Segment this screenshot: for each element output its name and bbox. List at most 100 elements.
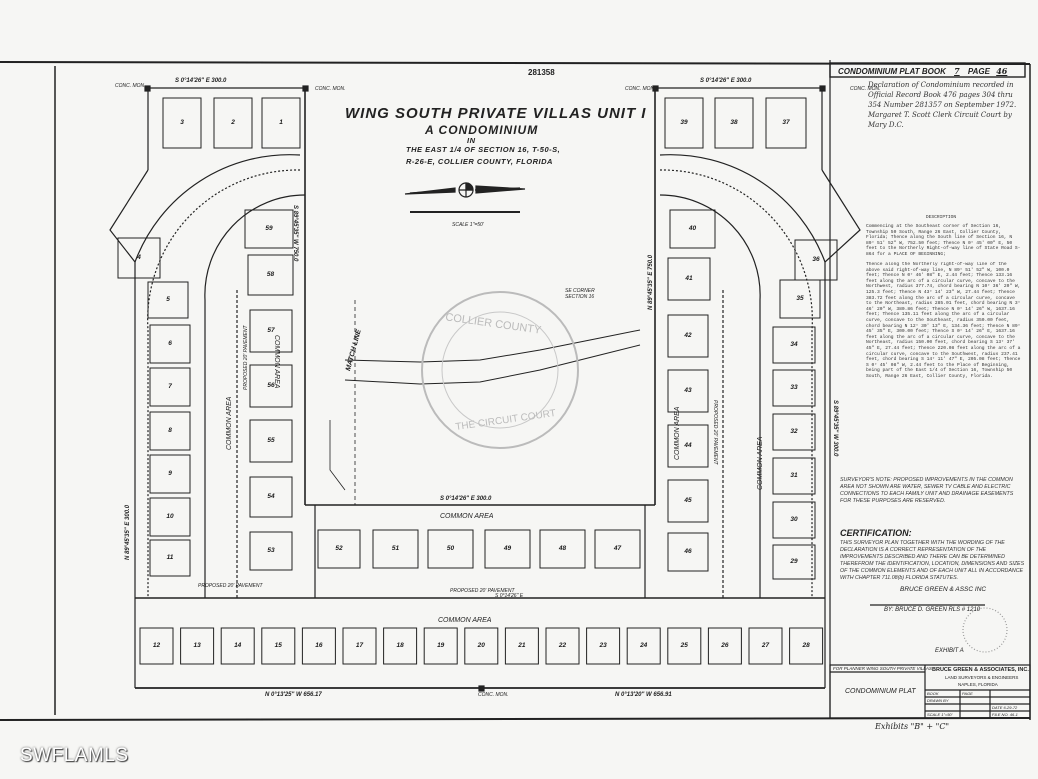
certification-firm: BRUCE GREEN & ASSC INC xyxy=(900,586,987,593)
title-block-left-header: FOR PLANNER WING SOUTH PRIVATE VILLAS xyxy=(833,666,932,671)
unit-number: 31 xyxy=(790,472,798,479)
title-block-firm-sub: LAND SURVEYORS & ENGINEERS xyxy=(945,675,1019,680)
unit-number: 13 xyxy=(193,642,201,649)
common-area-label: COMMON AREA xyxy=(226,396,233,450)
certification-heading: CERTIFICATION: xyxy=(840,528,912,538)
title-block-left-title: CONDOMINIUM PLAT xyxy=(845,688,916,695)
description-heading: DESCRIPTION xyxy=(925,215,957,220)
unit-number: 35 xyxy=(796,295,804,302)
unit-number: 57 xyxy=(267,327,275,334)
unit-number: 5 xyxy=(166,296,170,303)
unit-outline xyxy=(667,257,711,301)
unit-outline xyxy=(626,627,661,665)
unit-number: 41 xyxy=(685,275,693,282)
unit-number: 3 xyxy=(180,119,184,126)
unit-outline xyxy=(249,419,293,463)
unit-number: 33 xyxy=(790,384,798,391)
unit-outline xyxy=(149,324,191,364)
unit-number: 52 xyxy=(335,545,343,552)
certification-body: THIS SURVEYOR PLAN TOGETHER WITH THE WOR… xyxy=(840,540,1025,581)
unit-number: 14 xyxy=(234,642,242,649)
unit-outline xyxy=(247,254,294,296)
title-block-book: BOOK xyxy=(927,691,939,696)
unit-number: 53 xyxy=(267,547,275,554)
unit-outline xyxy=(423,627,458,665)
unit-outline xyxy=(213,97,253,149)
unit-number: 19 xyxy=(437,642,445,649)
recording-note: Declaration of Condominium recorded in O… xyxy=(868,81,1017,129)
unit-number: 12 xyxy=(152,642,161,649)
page-number: 46 xyxy=(996,66,1008,76)
surveyors-note: SURVEYOR'S NOTE: PROPOSED IMPROVEMENTS I… xyxy=(840,477,1014,504)
unit-outline xyxy=(748,627,783,665)
unit-number: 25 xyxy=(680,642,688,649)
unit-outline xyxy=(772,326,816,364)
unit-outline xyxy=(664,97,704,149)
unit-outline xyxy=(667,532,709,572)
unit-outline xyxy=(249,309,293,353)
unit-outline xyxy=(149,497,191,537)
unit-number: 46 xyxy=(684,548,692,555)
unit-outline xyxy=(261,97,301,149)
exhibits-note: Exhibits "B" + "C" xyxy=(875,722,950,731)
unit-outline xyxy=(162,97,202,149)
left-inner-bearing: S 89°45'35" W 750.0 xyxy=(292,205,298,262)
title-block-date: DATE 6-29-72 xyxy=(992,705,1018,710)
unit-number: 16 xyxy=(315,642,323,649)
unit-outline xyxy=(244,209,294,249)
unit-outline xyxy=(586,627,621,665)
unit-outline xyxy=(667,424,709,468)
title-block-city: NAPLES, FLORIDA xyxy=(958,682,998,687)
bottom-left-bearing: N 0°13'25" W 656.17 xyxy=(265,692,322,698)
unit-outline xyxy=(667,479,709,523)
title-block-page: PAGE xyxy=(962,691,973,696)
document-number: 281358 xyxy=(528,68,555,77)
unit-number: 39 xyxy=(680,119,688,126)
unit-number: 2 xyxy=(231,119,235,126)
unit-outline xyxy=(261,627,296,665)
unit-number: 34 xyxy=(790,341,798,348)
certification-signer: BY: BRUCE D. GREEN RLS # 1210 xyxy=(884,607,981,613)
unit-outline xyxy=(772,369,816,407)
unit-outline xyxy=(539,529,586,569)
unit-outline xyxy=(317,529,361,569)
unit-number: 22 xyxy=(558,642,567,649)
top-left-bearing: S 0°14'26" E 300.0 xyxy=(175,78,227,84)
unit-outline xyxy=(383,627,418,665)
title-block-firm: BRUCE GREEN & ASSOCIATES, INC. xyxy=(932,667,1029,673)
unit-number: 59 xyxy=(265,225,273,232)
unit-number: 54 xyxy=(267,493,275,500)
unit-outline xyxy=(372,529,419,569)
unit-outline xyxy=(545,627,580,665)
unit-outline xyxy=(464,627,499,665)
conc-mon-label: CONC. MON. xyxy=(625,86,656,92)
mls-watermark: SWFLAMLS xyxy=(20,745,129,766)
scale-label: SCALE 1"=50' xyxy=(452,222,484,228)
unit-outline xyxy=(667,314,709,358)
unit-number: 1 xyxy=(279,119,283,126)
conc-mon-label: CONC. MON. xyxy=(850,86,881,92)
common-area-label: COMMON AREA xyxy=(674,406,681,460)
unit-number: 8 xyxy=(168,427,172,434)
proposed-pavement-label: PROPOSED 20' PAVEMENT xyxy=(198,583,263,589)
unit-number: 42 xyxy=(684,332,692,339)
unit-number: 49 xyxy=(503,545,512,552)
unit-outline xyxy=(669,209,716,249)
unit-outline xyxy=(117,237,161,279)
unit-number: 28 xyxy=(802,642,810,649)
plat-book-label: CONDOMINIUM PLAT BOOK xyxy=(838,67,946,76)
unit-outline xyxy=(149,539,191,577)
unit-outline xyxy=(220,627,255,665)
unit-number: 29 xyxy=(790,558,798,565)
unit-number: 47 xyxy=(613,545,622,552)
proposed-pavement-label: PROPOSED 20' PAVEMENT xyxy=(450,588,515,594)
unit-outline xyxy=(149,367,191,407)
unit-outline xyxy=(667,369,709,413)
unit-outline xyxy=(427,529,474,569)
unit-number: 10 xyxy=(166,513,174,520)
unit-number: 48 xyxy=(558,545,567,552)
plat-in: IN xyxy=(467,136,476,145)
description-para-1: Commencing at the Southeast corner of Se… xyxy=(866,224,1021,257)
bottom-right-bearing: N 0°13'20" W 656.91 xyxy=(615,692,672,698)
